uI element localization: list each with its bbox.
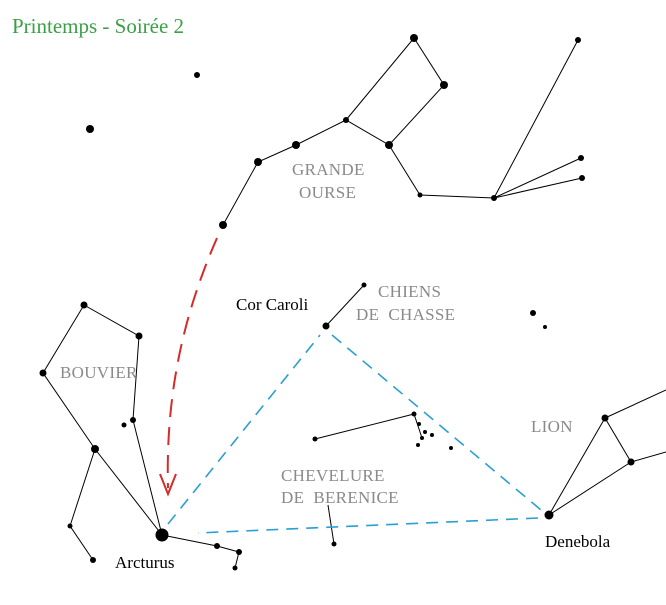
chevelure-de-berenice	[312, 411, 453, 547]
chiens-de-chasse	[322, 282, 367, 330]
pointer-arrow	[159, 237, 218, 497]
lion-lines	[548, 389, 666, 516]
bouvier-lines	[42, 304, 240, 569]
label-arcturus: Arcturus	[115, 553, 174, 572]
label-de-chasse: DE CHASSE	[356, 305, 455, 324]
map-title: Printemps - Soirée 2	[12, 14, 184, 38]
arrow-head-icon	[159, 473, 177, 497]
field-stars	[86, 72, 547, 329]
label-de-berenice: DE BERENICE	[281, 488, 399, 507]
label-chevelure: CHEVELURE	[281, 466, 385, 485]
spring-triangle	[167, 334, 542, 534]
grande-ourse-lines	[222, 37, 583, 226]
arcturus-star	[155, 528, 169, 542]
denebola-star	[544, 510, 554, 520]
grande-ourse-stars	[219, 34, 585, 229]
lion-stars	[544, 414, 635, 520]
bouvier-stars	[39, 301, 242, 571]
label-bouvier: BOUVIER	[60, 363, 138, 382]
label-lion: LION	[531, 417, 573, 436]
label-grande: GRANDE	[292, 160, 365, 179]
label-ourse: OURSE	[299, 183, 356, 202]
label-denebola: Denebola	[545, 532, 611, 551]
label-cor-caroli: Cor Caroli	[236, 295, 309, 314]
label-chiens: CHIENS	[378, 282, 441, 301]
